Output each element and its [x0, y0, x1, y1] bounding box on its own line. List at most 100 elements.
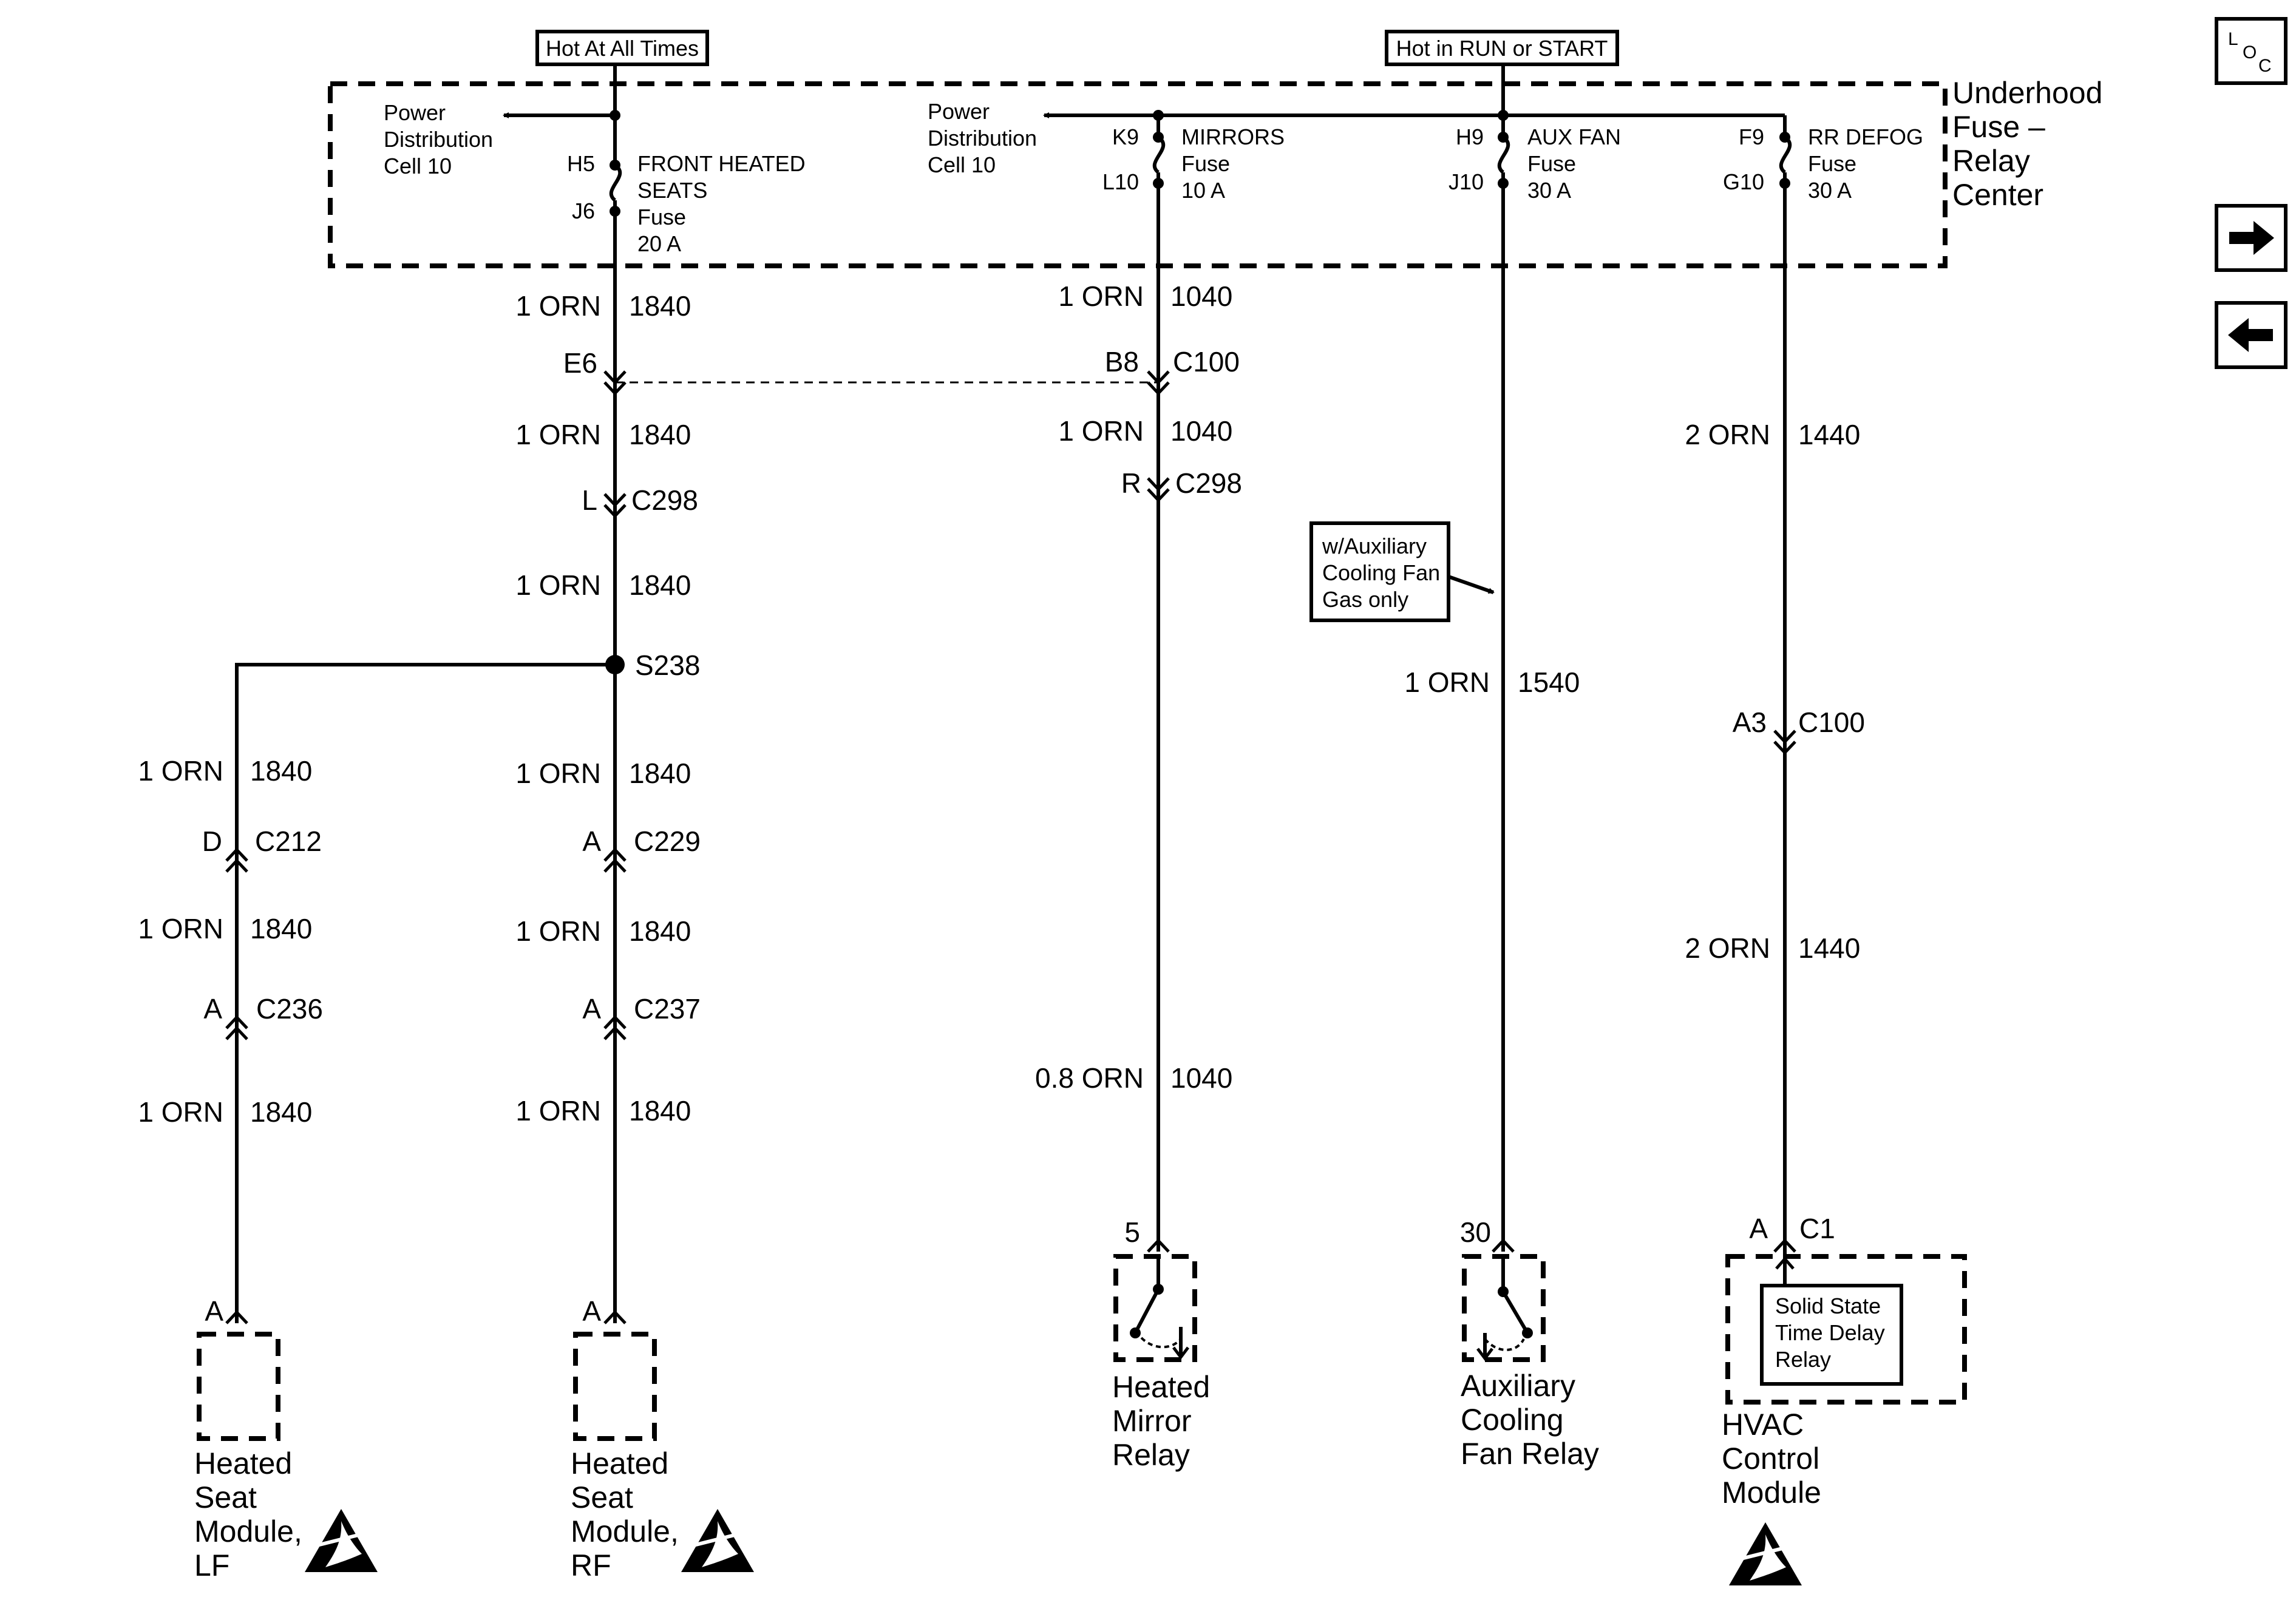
- power-left-line: Power: [384, 100, 446, 125]
- connector-pin: E6: [563, 347, 597, 379]
- wire-labels-mirror: 1 ORN 1040 1 ORN 1040 0.8 ORN 1040: [1035, 280, 1232, 1094]
- connector-name: C100: [1798, 707, 1865, 738]
- loc-letter: C: [2258, 56, 2272, 76]
- wire-labels-seat-main: 1 ORN 1840 1 ORN 1840 1 ORN 1840: [515, 290, 691, 601]
- fuse-label-line: 30 A: [1527, 178, 1571, 203]
- component-label-line: Module,: [571, 1514, 679, 1548]
- fuse-label-line: Fuse: [1181, 151, 1230, 176]
- heated-seat-module-rf: Heated Seat Module, RF: [571, 1332, 754, 1582]
- component-label-line: Fan Relay: [1461, 1437, 1599, 1471]
- connector-name: C236: [256, 993, 323, 1025]
- component-label-line: Module: [1722, 1476, 1821, 1510]
- fuse-pin-label: F9: [1739, 124, 1764, 149]
- fuse-label-line: RR DEFOG: [1808, 124, 1923, 149]
- wire-gauge: 2 ORN: [1685, 419, 1770, 450]
- header-hot-always-text: Hot At All Times: [546, 36, 699, 61]
- wire-gauge: 0.8 ORN: [1035, 1062, 1144, 1094]
- connector-name: C298: [631, 484, 698, 516]
- component-label-line: RF: [571, 1548, 611, 1582]
- wire-circuit: 1840: [250, 755, 312, 787]
- component-locator-button[interactable]: L O C: [2215, 17, 2288, 85]
- time-delay-relay-line: Relay: [1775, 1347, 1831, 1372]
- note-arrow: [1448, 575, 1495, 594]
- fuse-center-title-line: Underhood: [1952, 76, 2102, 110]
- header-hot-always: Hot At All Times: [535, 30, 709, 66]
- esd-warning-icon: [1729, 1522, 1802, 1585]
- wire-gauge: 1 ORN: [138, 913, 223, 944]
- fuse-label-line: FRONT HEATED: [637, 151, 806, 176]
- wire-circuit: 1840: [250, 1096, 312, 1128]
- wire-circuit: 1440: [1798, 932, 1860, 964]
- component-label-line: Cooling: [1461, 1403, 1564, 1437]
- power-right-line: Power: [928, 99, 990, 124]
- note-line: w/Auxiliary: [1322, 534, 1427, 558]
- wire-circuit: 1840: [629, 1095, 691, 1127]
- wire-gauge: 1 ORN: [138, 755, 223, 787]
- wire-gauge: 1 ORN: [138, 1096, 223, 1128]
- component-label-line: Module,: [194, 1514, 302, 1548]
- wire-circuit: 1040: [1170, 280, 1232, 312]
- wire-labels-seat-lf: 1 ORN 1840 1 ORN 1840 1 ORN 1840: [138, 755, 312, 1128]
- fuse-relay-center-title: Underhood Fuse – Relay Center: [1952, 76, 2102, 212]
- component-label-line: Heated: [571, 1446, 668, 1480]
- power-left-line: Cell 10: [384, 154, 452, 178]
- connector-name: C212: [255, 825, 322, 857]
- note-line: Cooling Fan: [1322, 560, 1440, 585]
- wire-gauge: 1 ORN: [1404, 666, 1490, 698]
- heated-seat-module-lf: Heated Seat Module, LF: [194, 1332, 378, 1582]
- wire-seat-lf: [235, 663, 615, 1323]
- wire-gauge: 1 ORN: [515, 758, 601, 789]
- connector-pin: A: [582, 1295, 601, 1327]
- connector-chevrons: [225, 370, 1796, 1324]
- fuse-pin-label: H9: [1456, 124, 1484, 149]
- wire-labels-aux-fan: 1 ORN 1540: [1404, 666, 1580, 698]
- loc-icon: L O C: [2228, 29, 2272, 76]
- fuse-label-line: Fuse: [1527, 151, 1576, 176]
- connector-pin: A: [582, 825, 601, 857]
- wire-circuit: 1040: [1170, 1062, 1232, 1094]
- wire-circuit: 1840: [629, 758, 691, 789]
- connector-pin: A: [582, 993, 601, 1025]
- fuse-aux-fan: H9 J10 AUX FAN Fuse 30 A: [1449, 115, 1621, 203]
- hvac-control-module: Solid State Time Delay Relay HVAC Contro…: [1722, 1252, 1967, 1585]
- fuse-rr-defog: F9 G10 RR DEFOG Fuse 30 A: [1503, 114, 1923, 203]
- fuse-label-line: AUX FAN: [1527, 124, 1621, 149]
- connector-pin: 30: [1460, 1216, 1491, 1248]
- fuse-label-line: SEATS: [637, 178, 707, 203]
- wire-circuit: 1540: [1518, 666, 1580, 698]
- connector-name: C237: [634, 993, 701, 1025]
- component-label-line: HVAC: [1722, 1408, 1804, 1442]
- note-line: Gas only: [1322, 587, 1408, 612]
- connector-pin: 5: [1124, 1216, 1140, 1248]
- fuse-relay-center-box: [328, 81, 1948, 268]
- wire-gauge: 1 ORN: [515, 915, 601, 947]
- connector-name: C229: [634, 825, 701, 857]
- fuse-pin-label: J6: [572, 198, 595, 223]
- connector-pin: A: [205, 1295, 223, 1327]
- header-hot-run-start: Hot in RUN or START: [1385, 30, 1619, 66]
- component-label-line: Heated: [194, 1446, 292, 1480]
- component-label-line: LF: [194, 1548, 229, 1582]
- wire-circuit: 1840: [629, 569, 691, 601]
- fuse-pin-label: H5: [567, 151, 595, 176]
- wire-gauge: 1 ORN: [515, 569, 601, 601]
- fuse-pin-label: J10: [1449, 169, 1484, 194]
- wire-circuit: 1840: [629, 915, 691, 947]
- fuse-label-line: 30 A: [1808, 178, 1852, 203]
- fuse-pin-label: L10: [1102, 169, 1139, 194]
- splice-name: S238: [635, 649, 700, 681]
- loc-letter: O: [2243, 42, 2257, 63]
- auxiliary-cooling-fan-relay: Auxiliary Cooling Fan Relay: [1461, 1254, 1599, 1471]
- component-label-line: Heated: [1112, 1370, 1210, 1404]
- previous-page-button[interactable]: [2215, 301, 2288, 369]
- fuse-center-title-line: Center: [1952, 178, 2043, 212]
- connector-pin: A: [203, 993, 222, 1025]
- header-hot-run-start-text: Hot in RUN or START: [1396, 36, 1608, 61]
- component-label-line: Seat: [571, 1480, 633, 1514]
- wire-gauge: 1 ORN: [515, 290, 601, 322]
- fuse-front-heated-seats: H5 J6 FRONT HEATED SEATS Fuse 20 A: [567, 115, 806, 256]
- fuse-center-title-line: Relay: [1952, 144, 2030, 178]
- fuse-center-title-line: Fuse –: [1952, 110, 2045, 144]
- next-page-button[interactable]: [2215, 204, 2288, 272]
